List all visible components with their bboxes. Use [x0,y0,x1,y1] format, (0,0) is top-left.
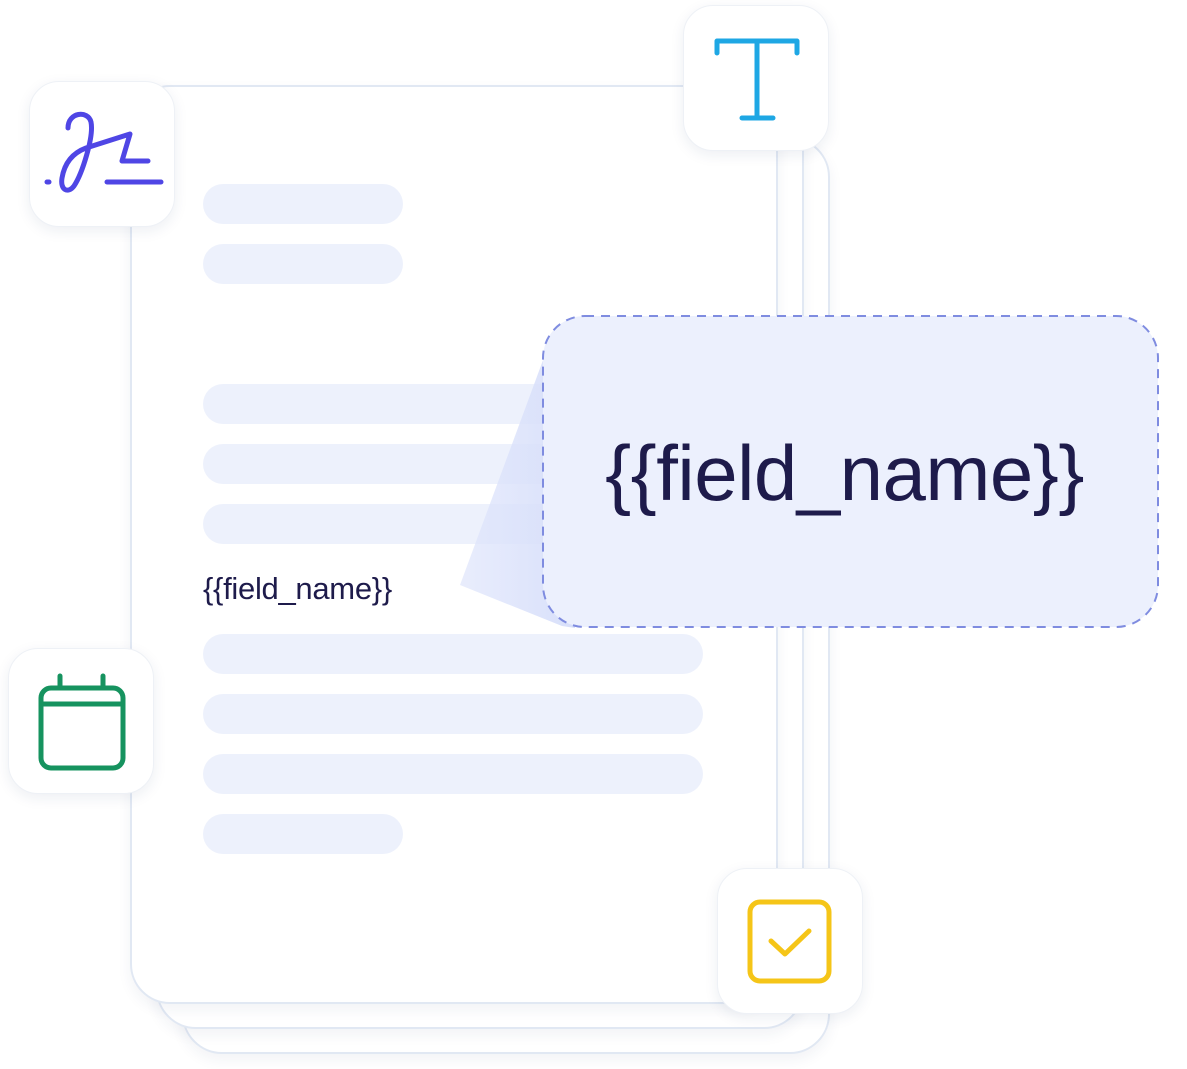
text-field-tile[interactable] [683,5,829,151]
signature-icon [44,111,164,193]
date-field-tile[interactable] [8,648,154,794]
text-icon [714,38,800,121]
inline-field-token[interactable]: {{field_name}} [203,571,392,606]
field-callout: {{field_name}} [543,316,1158,627]
placeholder-line [203,634,703,674]
placeholder-line [203,814,403,854]
checkbox-field-tile[interactable] [717,868,863,1014]
signature-field-tile[interactable] [29,81,175,227]
placeholder-line [203,694,703,734]
placeholder-line [203,244,403,284]
callout-field-token: {{field_name}} [605,429,1084,517]
placeholder-line [203,754,703,794]
calendar-icon [38,673,126,771]
checkbox-icon [747,899,832,984]
placeholder-line [203,184,403,224]
